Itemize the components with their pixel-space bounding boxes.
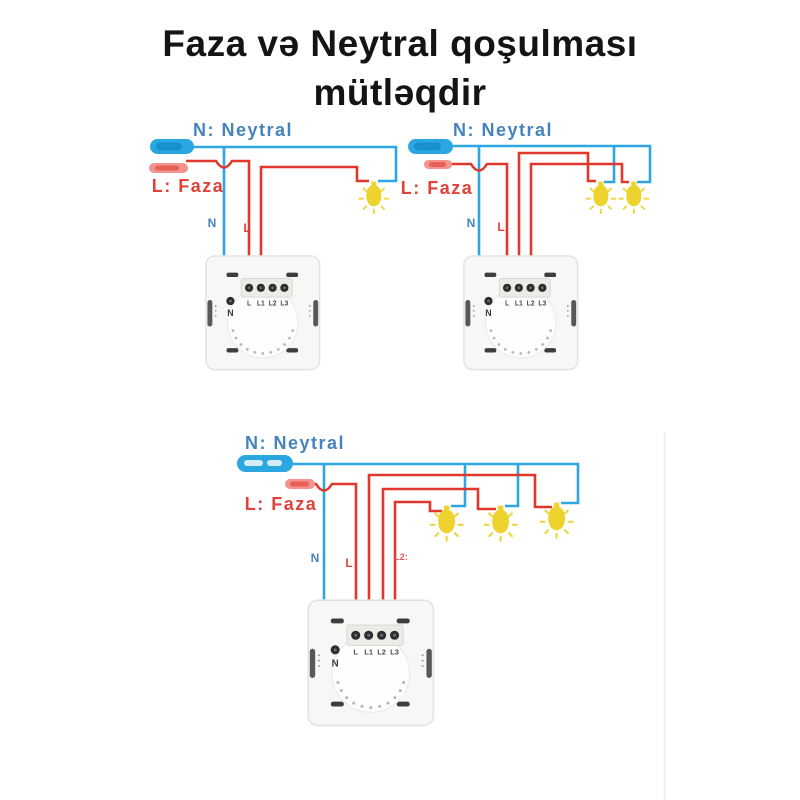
neutral-label: N: Neytral [193,120,293,140]
phase-label: L: Faza [245,494,318,514]
wire-tag-l: L [243,221,250,235]
phase-cable-end [424,160,452,169]
diagram-three-gang: N: Neytral L: Faza [237,433,580,727]
diagram-one-gang: N: Neytral L: Faza N L [149,120,398,371]
phase-cable-end [285,479,315,489]
title-line-1: Faza və Neytral qoşulması [162,23,638,64]
bulb-icon [358,180,390,215]
neutral-cable-end [408,139,453,154]
phase-wire [313,473,552,635]
phase-wire [186,159,369,288]
wire-tag-n: N [467,216,476,230]
phase-label: L: Faza [401,178,474,198]
phase-wire [446,151,629,288]
neutral-cable-end [150,139,194,154]
switch-device [205,255,321,371]
wire-tag-l2: L2: [394,552,408,562]
wire-tag-n: N [208,216,217,230]
neutral-label: N: Neytral [453,120,553,140]
wire-tag-l: L [497,220,504,234]
neutral-cable-end [237,455,293,472]
phase-label: L: Faza [152,176,225,196]
diagram-two-gang: N: Neytral L: Faza N L [401,120,652,371]
wire-tag-l: L [345,556,352,570]
bulb-icon [618,180,650,215]
bulb-icon [483,504,518,542]
neutral-label: N: Neytral [245,433,345,453]
page-title: Faza və Neytral qoşulması mütləqdir [0,20,800,118]
wire-tag-n: N [311,551,320,565]
phase-cable-end [149,163,188,173]
bulb-icon [585,180,617,215]
switch-device [307,599,435,727]
switch-device [463,255,579,371]
title-line-2: mütləqdir [313,71,487,113]
